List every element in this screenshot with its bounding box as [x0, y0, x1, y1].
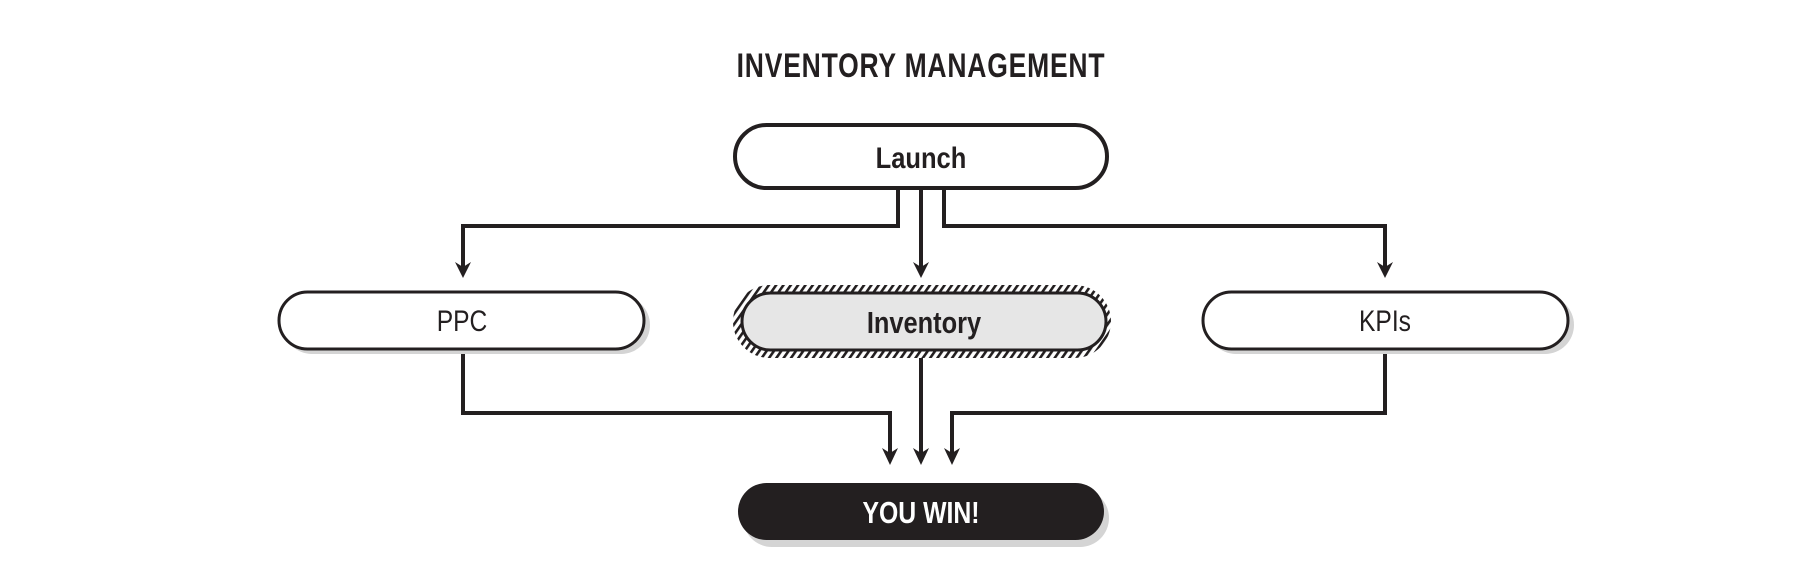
node-ppc[interactable]: PPC	[277, 290, 650, 354]
arrowheads-bottom	[882, 448, 960, 465]
node-inventory[interactable]: Inventory	[733, 285, 1111, 358]
node-inventory-label: Inventory	[867, 306, 982, 341]
arrow-down-icon	[882, 448, 898, 465]
node-inventory-box	[740, 291, 1108, 352]
node-ppc-label: PPC	[437, 304, 488, 338]
node-launch[interactable]: Launch	[733, 123, 1109, 190]
edge-launch-to-ppc	[461, 190, 900, 272]
node-ppc-box	[277, 290, 646, 351]
node-you-win-label: YOU WIN!	[862, 495, 979, 529]
node-launch-label: Launch	[876, 141, 967, 174]
arrow-down-icon	[913, 262, 929, 278]
diagram-title: INVENTORY MANAGEMENT	[737, 47, 1106, 85]
node-kpis[interactable]: KPIs	[1201, 290, 1574, 354]
connectors-top	[461, 190, 1387, 272]
edge-launch-to-kpis	[942, 190, 1387, 272]
edge-kpis-to-win	[950, 352, 1387, 458]
node-kpis-box	[1201, 290, 1570, 351]
connectors-bottom	[461, 352, 1387, 458]
edge-ppc-to-win	[461, 352, 892, 458]
arrow-down-icon	[455, 262, 471, 278]
node-launch-box	[733, 123, 1109, 190]
arrow-down-icon	[913, 448, 929, 465]
arrow-down-icon	[1377, 262, 1393, 278]
arrowheads-top	[455, 262, 1393, 278]
node-you-win[interactable]: YOU WIN!	[738, 483, 1109, 547]
node-you-win-box	[738, 483, 1104, 540]
arrow-down-icon	[944, 448, 960, 465]
node-kpis-label: KPIs	[1359, 304, 1411, 338]
